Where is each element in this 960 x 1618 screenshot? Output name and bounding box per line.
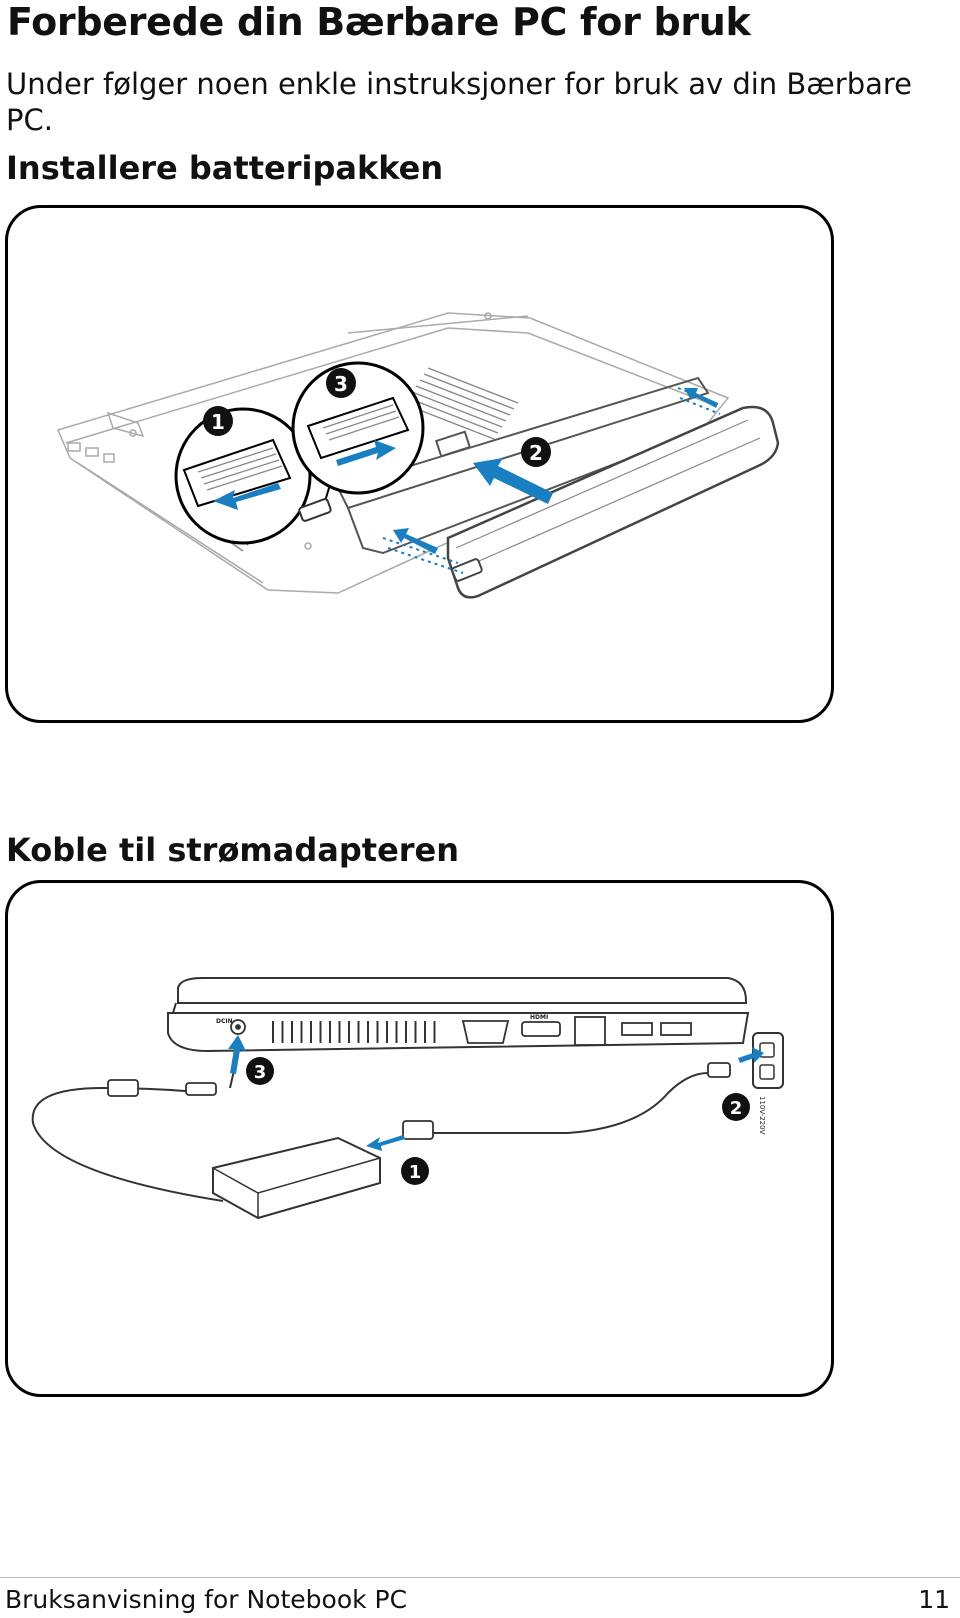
usb-port-2 [660,1022,692,1036]
section-heading-adapter: Koble til strømadapteren [6,831,460,869]
lan-port [574,1016,606,1046]
page-number: 11 [918,1585,950,1614]
adapter-illustration-panel: DCIN HDMI 110V-220V [5,880,834,1397]
battery-pack [446,405,780,599]
dc-plug [185,1082,217,1096]
battery-illustration: 1 3 2 [56,312,780,599]
battery-latch [298,498,332,522]
wall-plug [707,1062,731,1078]
svg-text:2: 2 [730,1098,743,1119]
step-badge-2: 2 [521,437,551,467]
adapter-illustration: DCIN HDMI 110V-220V [31,977,784,1220]
port-strip [230,1019,246,1035]
svg-text:3: 3 [254,1062,267,1083]
power-adapter-brick [212,1136,381,1220]
svg-text:3: 3 [334,372,348,396]
callout-lock-1 [174,407,312,545]
vent-slots [272,1021,436,1043]
svg-text:1: 1 [409,1162,422,1183]
intro-text: Under følger noen enkle instruksjoner fo… [6,67,913,137]
footer-manual-title: Bruksanvisning for Notebook PC [5,1585,408,1614]
page-title: Forberede din Bærbare PC for bruk [7,0,751,44]
voltage-label: 110V-220V [758,1096,766,1135]
step-badge-1: 1 [401,1157,429,1185]
connection-arrow [228,1035,764,1151]
step-badge-2: 2 [722,1093,750,1121]
ac-cord-connector [402,1120,434,1140]
battery-illustration-panel: 1 3 2 [5,205,834,723]
vga-port [461,1020,510,1044]
dcin-label: DCIN [216,1018,233,1025]
step-badge-3: 3 [246,1057,274,1085]
hdmi-port [521,1021,561,1037]
svg-text:1: 1 [211,410,225,434]
step-badge-3: 3 [326,368,356,398]
insertion-arrow [393,388,718,554]
usb-port-1 [621,1022,653,1036]
hdmi-label: HDMI [530,1014,548,1021]
svg-text:2: 2 [529,441,543,465]
ferrite-bead [107,1079,139,1097]
wall-outlet [752,1032,784,1089]
footer-divider [0,1577,960,1578]
laptop-side-view [167,977,750,1053]
section-heading-battery: Installere batteripakken [6,149,444,187]
callout-lock-3 [291,361,425,509]
step-badge-1: 1 [203,406,233,436]
